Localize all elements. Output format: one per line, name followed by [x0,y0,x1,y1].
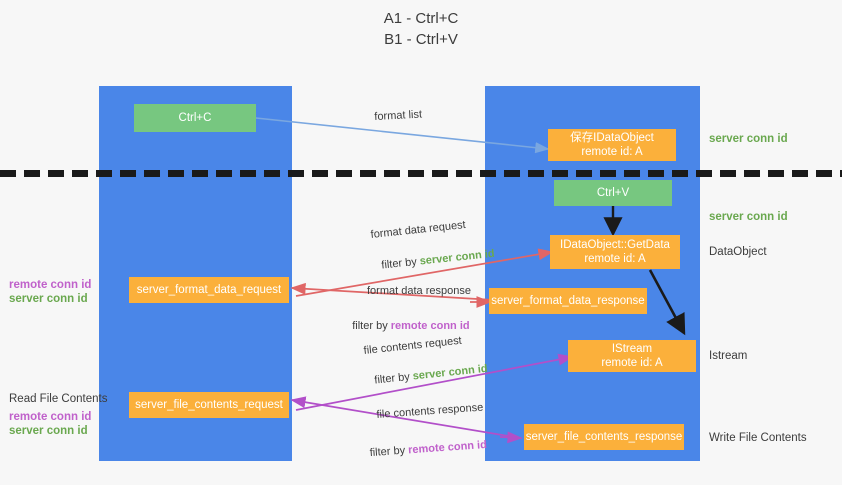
box-server-file-contents-response[interactable]: server_file_contents_response [524,424,684,450]
filter-prefix: filter by [352,320,391,332]
box-save-idataobject-label: 保存IDataObject [570,132,654,144]
box-server-file-contents-request-label: server_file_contents_request [135,399,283,411]
box-ctrl-c[interactable]: Ctrl+C [134,104,256,132]
page-title: A1 - Ctrl+C B1 - Ctrl+V [383,10,459,48]
box-istream-sub: remote id: A [601,357,663,369]
phase-divider [0,170,842,177]
edge-label-format-data-response: format data response [367,285,471,297]
filter-value-remote-conn-id: remote conn id [390,320,470,332]
box-ctrl-v-label: Ctrl+V [596,187,630,199]
filter-value-server-conn-id: server conn id [419,247,496,268]
box-server-format-data-response-label: server_format_data_response [491,295,645,307]
box-server-file-contents-response-label: server_file_contents_response [525,431,683,443]
box-istream-label: IStream [611,343,653,355]
filter-prefix: filter by [380,255,421,272]
box-istream[interactable]: IStream remote id: A [568,340,696,372]
filter-prefix: filter by [369,444,409,460]
box-getdata-sub: remote id: A [584,253,646,265]
right-label-server-conn-id-top: server conn id [709,133,788,145]
left-label-remote-conn-id-bottom: remote conn id [9,411,92,423]
left-label-remote-conn-id-mid: remote conn id [9,279,92,291]
box-getdata-label: IDataObject::GetData [560,239,670,251]
edge-label-format-list: format list [374,108,423,123]
box-getdata[interactable]: IDataObject::GetData remote id: A [550,235,680,269]
filter-value-remote-conn-id: remote conn id [407,438,488,457]
filter-prefix: filter by [373,370,414,387]
box-server-format-data-request-label: server_format_data_request [136,284,282,296]
left-label-server-conn-id-mid: server conn id [9,293,88,305]
right-label-server-conn-id-mid: server conn id [709,211,788,223]
left-label-read-file-contents: Read File Contents [9,393,108,405]
edge-label-file-contents-response-filter: filter by remote conn id [356,423,488,477]
box-server-format-data-request[interactable]: server_format_data_request [129,277,289,303]
edge-label-format-data-response-filter: filter by remote conn id [340,304,470,349]
right-label-dataobject: DataObject [709,246,767,258]
right-label-write-file-contents: Write File Contents [709,432,807,444]
box-server-file-contents-request[interactable]: server_file_contents_request [129,392,289,418]
left-label-server-conn-id-bottom: server conn id [9,425,88,437]
box-save-idataobject[interactable]: 保存IDataObject remote id: A [548,129,676,161]
edge-label-file-contents-response: file contents response [376,401,484,421]
box-ctrl-v[interactable]: Ctrl+V [554,180,672,206]
box-server-format-data-response[interactable]: server_format_data_response [489,288,647,314]
box-save-idataobject-sub: remote id: A [581,146,643,158]
box-ctrl-c-label: Ctrl+C [178,112,212,124]
filter-value-server-conn-id: server conn id [412,362,489,383]
right-label-istream: Istream [709,350,748,362]
